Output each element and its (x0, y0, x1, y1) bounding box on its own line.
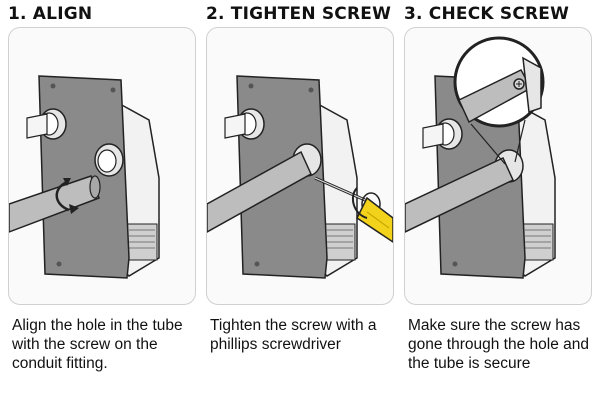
magnified-fitting (522, 56, 542, 114)
step-caption: Align the hole in the tube with the scre… (12, 317, 183, 372)
align-illustration (9, 75, 160, 279)
step-check-screw: 3. CHECK SCREW Make s (404, 0, 594, 400)
mounting-plate (38, 75, 130, 279)
step-caption: Make sure the screw has gone through the… (408, 317, 589, 372)
plate-rivet (110, 87, 116, 93)
check-illustration (405, 36, 556, 279)
tube (9, 175, 100, 233)
plate-rivet (50, 83, 56, 89)
step-title: 1. ALIGN (8, 4, 93, 24)
plate-rivet (452, 261, 458, 267)
screwdriver-icon (356, 196, 393, 243)
step-caption: Tighten the screw with a phillips screwd… (210, 317, 377, 353)
illustration-panel (8, 27, 196, 305)
tube (207, 150, 312, 233)
plate-rivet (56, 261, 62, 267)
illustration-panel (404, 27, 592, 305)
plate-rivet (254, 261, 260, 267)
tighten-illustration (207, 75, 393, 279)
plate-rivet (248, 83, 254, 89)
rotate-arrow-icon (351, 187, 368, 219)
rotate-arrow-icon (55, 180, 70, 212)
tube (405, 156, 514, 233)
step-title: 2. TIGHTEN SCREW (206, 4, 392, 24)
illustration-panel (206, 27, 394, 305)
step-title: 3. CHECK SCREW (404, 4, 570, 24)
plate-rivet (308, 87, 314, 93)
step-align: 1. ALIGN (8, 0, 198, 400)
step-tighten-screw: 2. TIGHTEN SCREW Tigh (206, 0, 396, 400)
